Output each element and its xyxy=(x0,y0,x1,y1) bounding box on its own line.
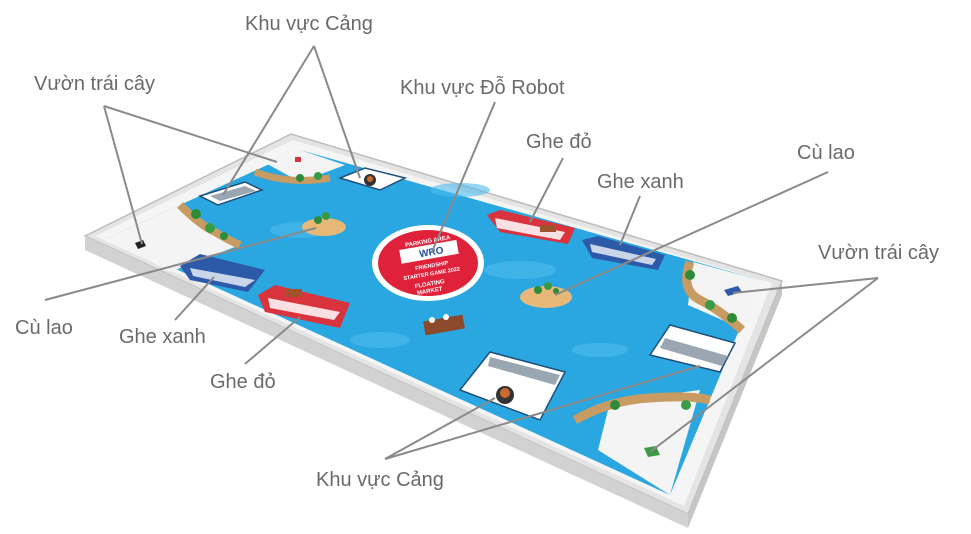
center-disc: PARKING AREA WRO FRIENDSHIP STARTER GAME… xyxy=(372,225,484,301)
disc-line-6: MARKET xyxy=(417,286,444,296)
blue-boat-bottom xyxy=(180,254,265,292)
label-blue-boat-bottom: Ghe xanh xyxy=(119,326,206,348)
label-harbor-top: Khu vực Cảng xyxy=(245,13,373,35)
leader-lines xyxy=(44,45,879,460)
red-boat-bottom xyxy=(258,285,350,328)
orchard-bottom-right xyxy=(572,390,712,495)
harbor-bottom xyxy=(458,351,567,421)
water-texture xyxy=(270,183,628,357)
orchard-right xyxy=(682,260,760,334)
orchard-top xyxy=(253,150,345,184)
label-red-boat-bottom: Ghe đỏ xyxy=(210,371,276,393)
label-harbor-bottom: Khu vực Cảng xyxy=(316,469,444,491)
label-orchard-left: Vườn trái cây xyxy=(34,73,155,95)
orchard-top-left xyxy=(108,202,242,272)
blue-boat-top xyxy=(582,236,665,270)
label-islet-right: Cù lao xyxy=(797,142,855,164)
label-blue-boat-top: Ghe xanh xyxy=(597,171,684,193)
floating-market xyxy=(423,314,465,336)
disc-line-5: FLOATING xyxy=(414,279,445,290)
label-red-boat-top: Ghe đỏ xyxy=(526,131,592,153)
label-islet-left: Cù lao xyxy=(15,317,73,339)
red-boat-top xyxy=(487,210,575,244)
label-robot-parking: Khu vực Đỗ Robot xyxy=(400,77,565,99)
islet-right xyxy=(520,282,572,308)
harbor-top-left xyxy=(197,181,264,206)
islet-top xyxy=(302,212,346,236)
disc-line-3: FRIENDSHIP xyxy=(415,260,449,272)
disc-line-2: WRO xyxy=(419,245,445,260)
label-orchard-right: Vườn trái cây xyxy=(818,242,939,264)
